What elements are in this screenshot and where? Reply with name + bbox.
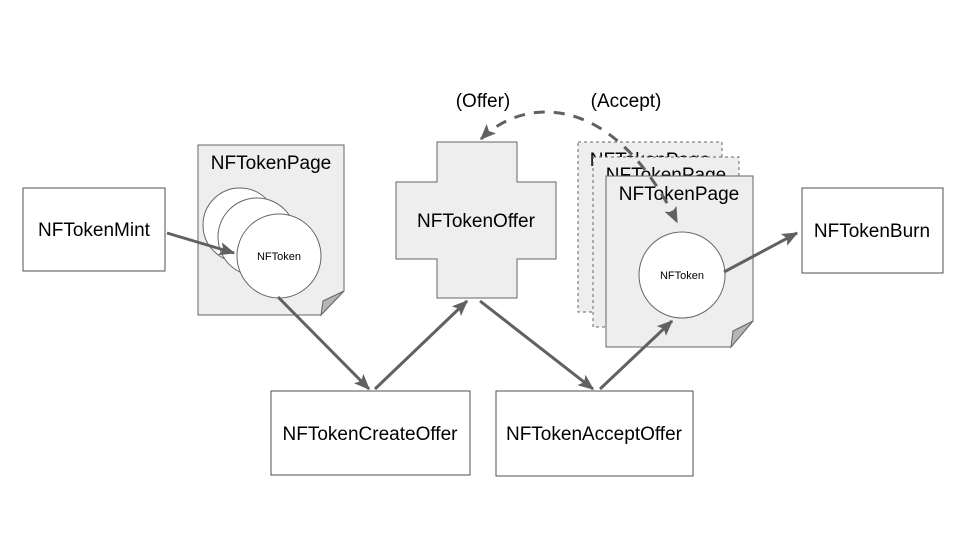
token-right-label: NFToken (660, 270, 704, 282)
nftokenacceptoffer-label: NFTokenAcceptOffer (506, 424, 683, 445)
node-nftokencreateoffer: NFTokenCreateOffer (270, 390, 471, 476)
arrow-page-to-burn (723, 231, 799, 274)
arrow-mint-to-page (166, 231, 236, 256)
offer-accept-arc: (Offer) (Accept) (456, 91, 679, 224)
nftokenacceptoffer-box (495, 390, 694, 477)
accept-annotation: (Accept) (591, 91, 662, 112)
offer-annotation: (Offer) (456, 91, 511, 112)
arrow-acceptoffer-to-page (598, 319, 674, 391)
page-right-fold-corner (730, 320, 754, 349)
nftokenmint-box (22, 187, 166, 272)
page-left-fold-corner (320, 290, 345, 317)
nftokenoffer-label: NFTokenOffer (417, 211, 536, 232)
node-nftokenpage-left: NFTokenPage NFToken (197, 144, 345, 317)
nftokenburn-box (801, 187, 944, 274)
nftokencreateoffer-label: NFTokenCreateOffer (283, 424, 459, 445)
node-nftokenpage-right-stack: NFTokenPage NFTokenPage NFTokenPage NFTo… (577, 141, 754, 349)
arrow-createoffer-to-offer (373, 299, 469, 391)
token-circle-right (638, 231, 726, 319)
node-nftokenacceptoffer: NFTokenAcceptOffer (495, 390, 694, 477)
nftokenmint-label: NFTokenMint (38, 220, 151, 241)
nftokencreateoffer-box (270, 390, 471, 476)
nftokenburn-label: NFTokenBurn (814, 221, 930, 242)
node-nftokenmint: NFTokenMint (22, 187, 166, 272)
node-nftokenburn: NFTokenBurn (801, 187, 944, 274)
node-nftokenoffer: NFTokenOffer (395, 141, 557, 299)
page-left-title: NFTokenPage (211, 153, 331, 174)
arrow-offer-to-acceptoffer (479, 299, 595, 391)
page-right-front-title: NFTokenPage (619, 184, 739, 205)
flow-arrows (166, 231, 799, 391)
arrow-page-to-createoffer (276, 295, 371, 391)
dashed-arrow-offer-accept (479, 110, 679, 224)
token-left-label: NFToken (257, 251, 301, 263)
